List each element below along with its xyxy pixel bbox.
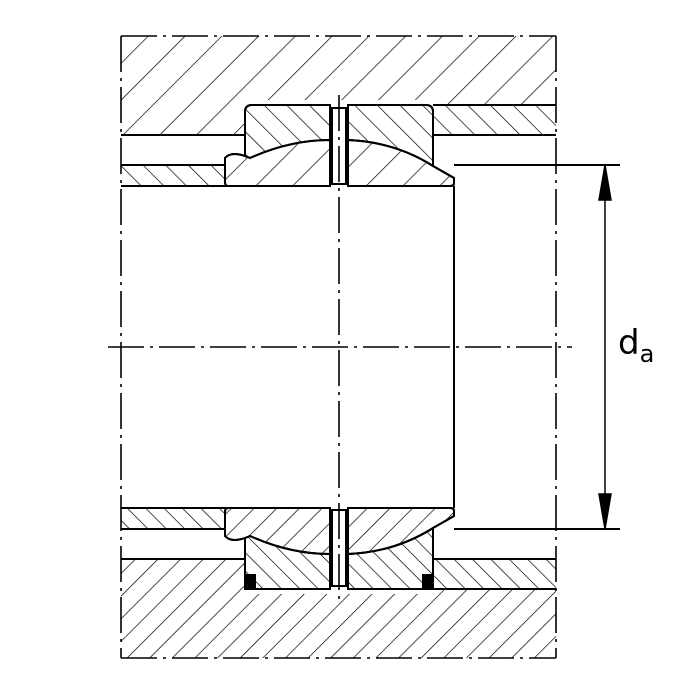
seal-left [246, 574, 256, 588]
dimension-subscript: a [639, 340, 655, 368]
seal-right [422, 574, 432, 588]
dimension-symbol: d [618, 323, 640, 363]
dimension-arrow [598, 164, 612, 530]
dimension-label: da [618, 326, 654, 366]
